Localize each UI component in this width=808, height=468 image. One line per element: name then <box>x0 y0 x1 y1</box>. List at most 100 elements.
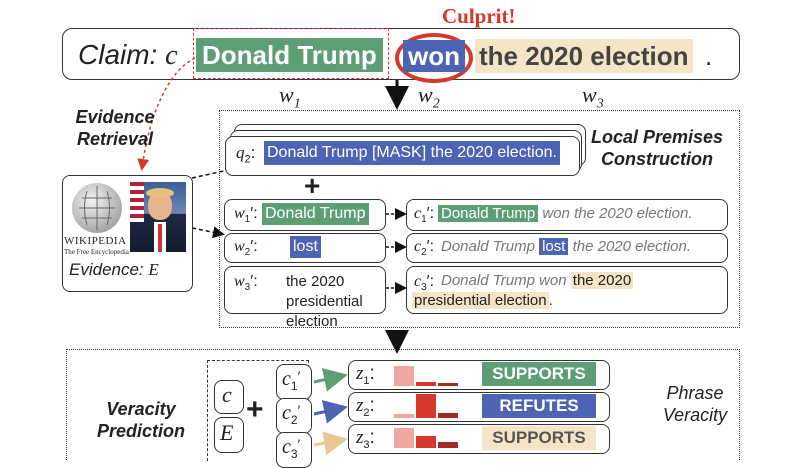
w1-text: Donald Trump <box>262 203 369 225</box>
c3-highlight-a: the 2020 <box>570 272 634 289</box>
evidence-retrieval-label: Evidence Retrieval <box>75 107 155 149</box>
veracity-panel <box>66 349 740 460</box>
z3-verdict: SUPPORTS <box>482 426 596 450</box>
question-text: Donald Trump [MASK] the 2020 election. <box>264 141 560 165</box>
c2-sentence: Donald Trump lost the 2020 election. <box>441 236 691 258</box>
globe-puzzle-lines <box>79 186 115 230</box>
z2-sub: 2 <box>363 406 370 419</box>
c3-prime-mark: ′ <box>297 436 301 452</box>
c2-sub: 2 <box>421 247 427 259</box>
portrait-tie <box>158 224 162 252</box>
claim-entity-dashed-box <box>193 28 389 79</box>
w2-prime-var: w <box>234 238 245 255</box>
local-premises-title: Local Premises Construction <box>590 127 724 169</box>
w2-prime-label: w2′: <box>234 238 258 259</box>
w2-sub: 2 <box>432 96 440 112</box>
claim-prefix: Claim: c <box>78 39 178 72</box>
z3-bars <box>394 426 460 448</box>
c1-var: c <box>414 205 422 222</box>
portrait-flag <box>130 182 144 222</box>
w1-var: w <box>279 82 294 107</box>
plus-sign-premises: + <box>304 170 321 201</box>
w1-prime-label: w1′: <box>234 205 258 226</box>
z1-bar-2 <box>416 382 436 386</box>
c1-sentence: Donald Trump won the 2020 election. <box>438 203 693 225</box>
portrait-hair <box>146 188 174 198</box>
c2-pre: Donald Trump <box>441 238 540 255</box>
w3-box <box>224 266 386 314</box>
z1-bar-3 <box>438 383 458 386</box>
c2-var: c <box>414 238 422 255</box>
z3-bar-1 <box>394 428 414 448</box>
c3-sentence-line2: presidential election. <box>412 291 553 311</box>
c2-prime-sub: 2 <box>290 413 298 427</box>
z2-bar-1 <box>394 414 414 418</box>
wikipedia-wordmark: WIKIPEDIA <box>64 235 127 247</box>
local-premises-panel <box>219 110 740 328</box>
c2-label: c2′: <box>414 238 435 259</box>
z2-label: z2: <box>356 395 375 419</box>
w3-label: w3 <box>582 82 604 112</box>
z2-verdict: REFUTES <box>482 394 596 418</box>
claim-object-text: the 2020 election <box>479 41 689 71</box>
c1-prime-sub: 1 <box>290 379 298 393</box>
culprit-label: Culprit! <box>442 4 516 28</box>
w3-prime-sub: 3 <box>244 282 251 294</box>
wikipedia-tagline: The Free Encyclopedia <box>64 248 129 256</box>
c3-label: c3′: <box>414 273 435 294</box>
w1-prime-sub: 1 <box>244 214 251 226</box>
c2-rest: the 2020 election. <box>568 238 692 255</box>
c2-prime-var: c <box>282 402 291 424</box>
claim-entity: Donald Trump <box>196 38 383 72</box>
input-c-box <box>214 380 244 414</box>
portrait-image <box>130 182 186 252</box>
z2-bar-2 <box>416 394 436 418</box>
c3-prime-label: c3′ <box>282 436 300 461</box>
c3-pre: Donald Trump won <box>441 272 571 289</box>
z1-label: z1: <box>356 363 375 387</box>
c1-prime-var: c <box>282 368 291 390</box>
input-E: E <box>220 420 234 445</box>
plus-sign-veracity: + <box>246 393 264 426</box>
input-c: c <box>222 382 232 407</box>
culprit-oval <box>395 33 473 83</box>
c2-prime-label: c2′ <box>282 402 300 427</box>
z1-var: z <box>356 363 364 384</box>
w3-var: w <box>582 82 597 107</box>
claim-object: the 2020 election <box>475 39 693 73</box>
z3-label: z3: <box>356 427 375 451</box>
arrow-evidence-premises <box>191 226 225 239</box>
claim-verb: won <box>403 40 465 72</box>
z1-bar-1 <box>394 366 414 386</box>
evidence-var: E <box>148 260 159 279</box>
evidence-label-text: Evidence: <box>69 260 149 279</box>
w2-prime-sub: 2 <box>244 247 251 259</box>
w3-sub: 3 <box>596 96 604 112</box>
c1-prime-mark: ′ <box>297 368 301 384</box>
w3-prime-label: w3′: <box>234 273 258 294</box>
c3-sub: 3 <box>421 282 427 294</box>
question-sub: 2 <box>244 153 251 166</box>
z2-bar-3 <box>438 413 458 418</box>
w1-prime-var: w <box>234 205 245 222</box>
z3-bar-2 <box>416 436 436 448</box>
c1-label: c1′: <box>414 205 435 226</box>
c3-var: c <box>414 273 422 290</box>
claim-var: c <box>165 40 178 71</box>
z2-bars <box>394 394 460 418</box>
c3-highlight-b: presidential election <box>412 292 549 309</box>
z1-bars <box>394 364 460 386</box>
c1-rest: won the 2020 election. <box>538 205 693 222</box>
wikipedia-globe-icon <box>72 183 122 233</box>
phrase-veracity-label: Phrase Veracity <box>662 383 728 425</box>
w3-text: the 2020 presidential election <box>286 273 363 330</box>
z3-sub: 3 <box>363 438 370 451</box>
evidence-label: Evidence: E <box>69 260 159 280</box>
veracity-prediction-label: Veracity Prediction <box>96 399 185 441</box>
claim-period: . <box>705 41 713 71</box>
c2-highlight: lost <box>539 238 569 255</box>
z1-sub: 1 <box>363 374 370 387</box>
c1-sub: 1 <box>421 214 427 226</box>
input-E-box <box>214 417 244 453</box>
c3-sentence-line1: Donald Trump won the 2020 <box>441 271 634 291</box>
